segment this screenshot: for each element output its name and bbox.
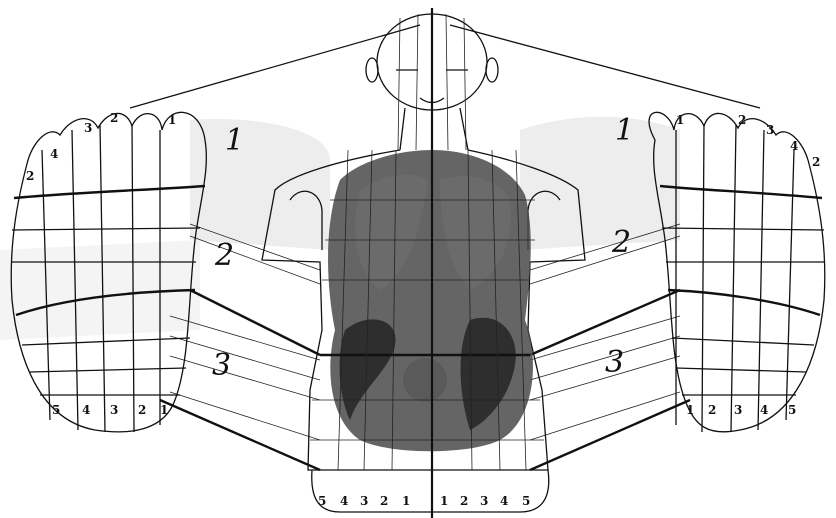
toe-number: 2 [26,169,34,183]
toe-number: 1 [676,113,684,127]
toe-number: 5 [318,494,326,508]
toe-number: 1 [160,403,168,417]
toe-number: 1 [686,403,694,417]
toe-number: 1 [402,494,410,508]
toe-number: 2 [460,494,468,508]
toe-number: 3 [110,403,118,417]
toe-number: 2 [380,494,388,508]
toe-number: 3 [360,494,368,508]
toe-number: 5 [52,403,60,417]
toe-number: 4 [82,403,90,417]
center-bottom-toe-numbers: 5 4 3 2 1 1 2 3 4 5 [318,494,530,508]
toe-number: 1 [168,113,176,127]
toe-number: 5 [522,494,530,508]
toe-number: 3 [734,403,742,417]
toe-number: 3 [84,121,92,135]
toe-number: 5 [788,403,796,417]
right-zone-3-label: 3 [605,345,624,380]
left-zone-2-label: 2 [214,238,234,273]
toe-number: 2 [738,113,746,127]
toe-number: 2 [708,403,716,417]
toe-number: 4 [760,403,768,417]
toe-number: 4 [790,139,798,153]
toe-number: 2 [138,403,146,417]
left-zone-1-label: 1 [225,123,244,158]
right-zone-1-label: 1 [615,113,634,148]
toe-number: 4 [50,147,58,161]
toe-number: 4 [500,494,508,508]
toe-number: 2 [110,111,118,125]
right-zone-2-label: 2 [611,225,631,260]
left-zone-3-label: 3 [212,348,231,383]
left-bottom-toe-numbers: 5 4 3 2 1 [52,403,168,417]
toe-number: 2 [812,155,820,169]
toe-number: 3 [480,494,488,508]
toe-number: 1 [440,494,448,508]
toe-number: 4 [340,494,348,508]
human-figure: 5 4 3 2 1 1 2 3 4 5 [262,8,585,518]
toe-number: 3 [766,123,774,137]
